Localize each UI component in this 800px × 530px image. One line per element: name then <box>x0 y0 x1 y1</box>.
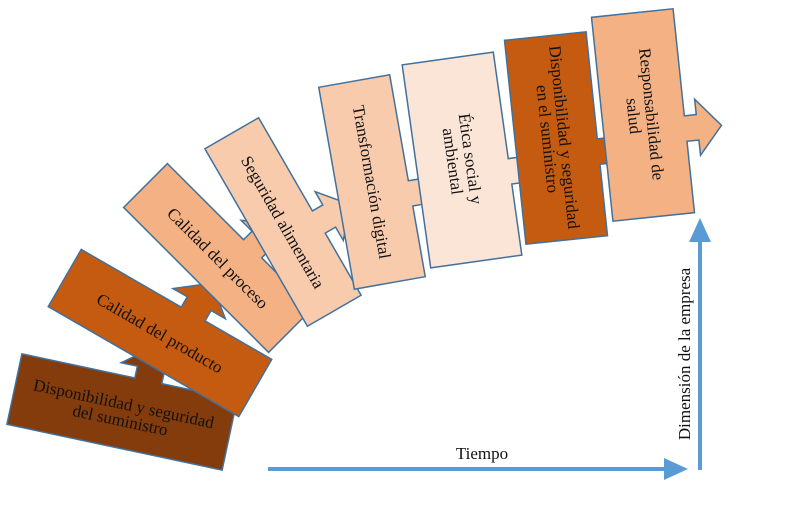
time-axis-label: Tiempo <box>456 444 508 463</box>
time-axis: Tiempo <box>268 444 688 480</box>
company-dimension-axis: Dimensión de la empresa <box>675 218 711 470</box>
stage-4: Seguridad alimentaria <box>203 116 363 328</box>
stage-label: salud <box>622 97 645 135</box>
company-dimension-axis-arrowhead-icon <box>689 218 711 242</box>
stage-3: Calidad del proceso <box>122 162 314 354</box>
stage-arrow-shape <box>203 116 363 328</box>
company-dimension-axis-label: Dimensión de la empresa <box>675 267 694 440</box>
time-axis-arrowhead-icon <box>664 458 688 480</box>
stage-arrow-shape <box>590 7 723 223</box>
stage-arrow-shape <box>47 248 273 418</box>
stage-2: Calidad del producto <box>47 248 273 418</box>
